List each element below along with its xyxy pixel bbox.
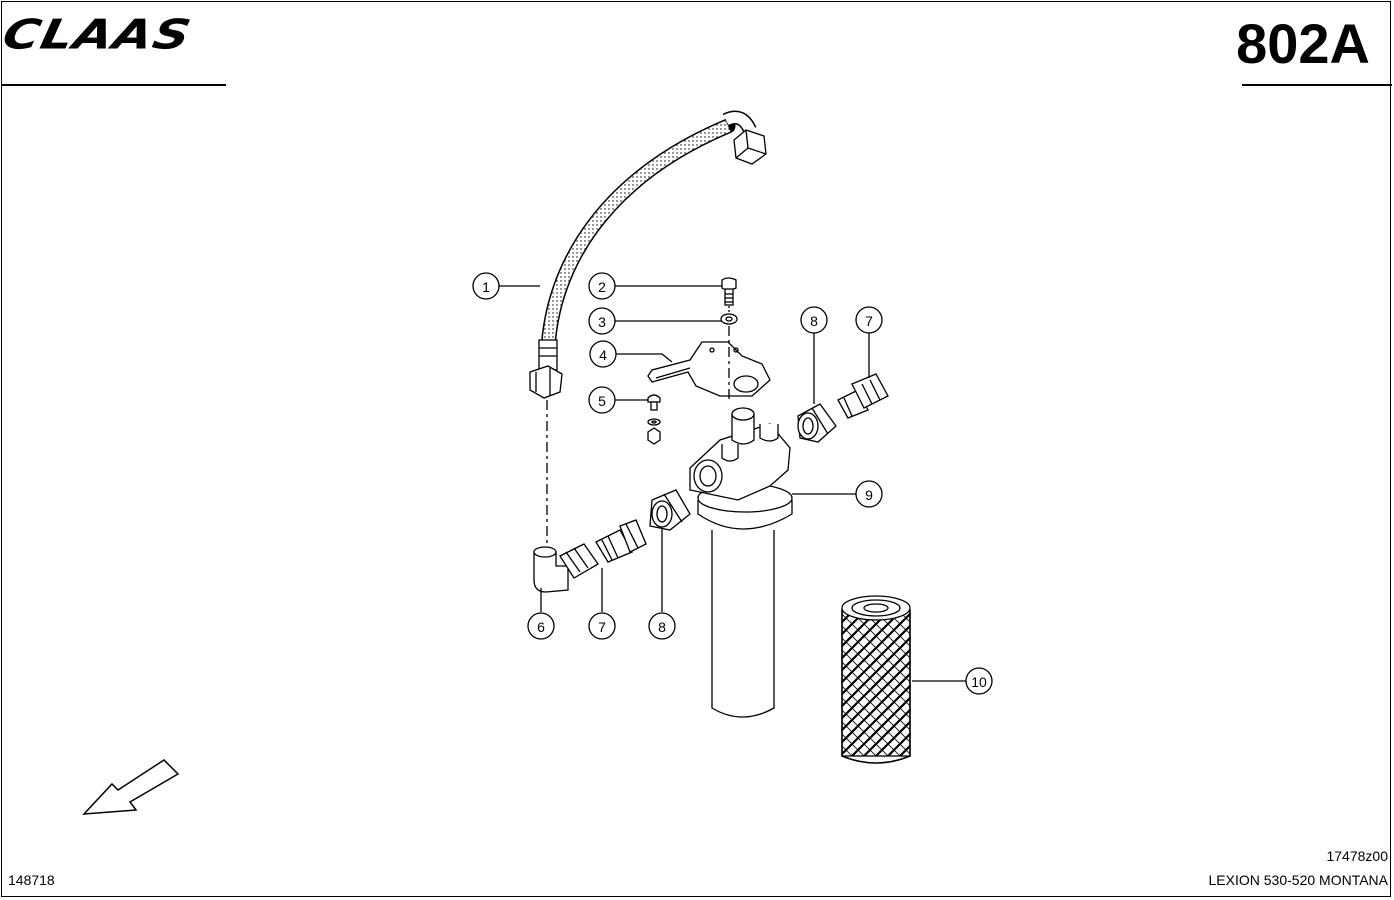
svg-text:1: 1 bbox=[482, 279, 490, 295]
svg-text:8: 8 bbox=[810, 313, 818, 329]
callout-4[interactable]: 4 bbox=[589, 340, 617, 368]
callout-2[interactable]: 2 bbox=[588, 272, 616, 300]
adapter-left bbox=[595, 519, 647, 563]
hose-assembly bbox=[529, 110, 767, 399]
callout-3[interactable]: 3 bbox=[588, 307, 616, 335]
callout-1[interactable]: 1 bbox=[472, 272, 500, 300]
union-right bbox=[797, 403, 837, 443]
filter-element bbox=[841, 595, 911, 764]
direction-arrow-icon bbox=[82, 759, 180, 815]
reference-code: 17478z00 bbox=[1326, 848, 1388, 864]
svg-text:3: 3 bbox=[598, 314, 606, 330]
svg-text:7: 7 bbox=[865, 313, 873, 329]
drawing-number: 148718 bbox=[8, 872, 55, 888]
header-rule-right bbox=[1242, 84, 1392, 86]
callout-8-upper[interactable]: 8 bbox=[800, 306, 828, 334]
screw-set bbox=[647, 394, 661, 445]
filter-housing bbox=[689, 407, 793, 718]
union-left bbox=[649, 489, 691, 531]
svg-text:8: 8 bbox=[658, 619, 666, 635]
adapter-right bbox=[837, 373, 889, 419]
svg-text:10: 10 bbox=[971, 674, 987, 690]
callout-5[interactable]: 5 bbox=[588, 386, 616, 414]
mounting-bracket bbox=[647, 341, 771, 397]
callout-8-lower[interactable]: 8 bbox=[648, 612, 676, 640]
header-rule-left bbox=[2, 84, 226, 86]
svg-text:7: 7 bbox=[598, 619, 606, 635]
svg-text:4: 4 bbox=[599, 347, 607, 363]
washer bbox=[720, 313, 738, 400]
callout-10[interactable]: 10 bbox=[965, 667, 993, 695]
svg-text:9: 9 bbox=[865, 487, 873, 503]
svg-text:6: 6 bbox=[537, 619, 545, 635]
svg-text:5: 5 bbox=[598, 393, 606, 409]
callout-9[interactable]: 9 bbox=[855, 480, 883, 508]
svg-text:2: 2 bbox=[598, 279, 606, 295]
callout-7-upper[interactable]: 7 bbox=[855, 306, 883, 334]
callout-6[interactable]: 6 bbox=[527, 612, 555, 640]
leader-lines bbox=[499, 285, 966, 682]
bolt bbox=[721, 277, 737, 312]
elbow-fitting bbox=[533, 543, 599, 593]
page-code: 802A bbox=[1236, 12, 1370, 75]
model-name: LEXION 530-520 MONTANA bbox=[1208, 872, 1388, 888]
callout-7-lower[interactable]: 7 bbox=[588, 612, 616, 640]
